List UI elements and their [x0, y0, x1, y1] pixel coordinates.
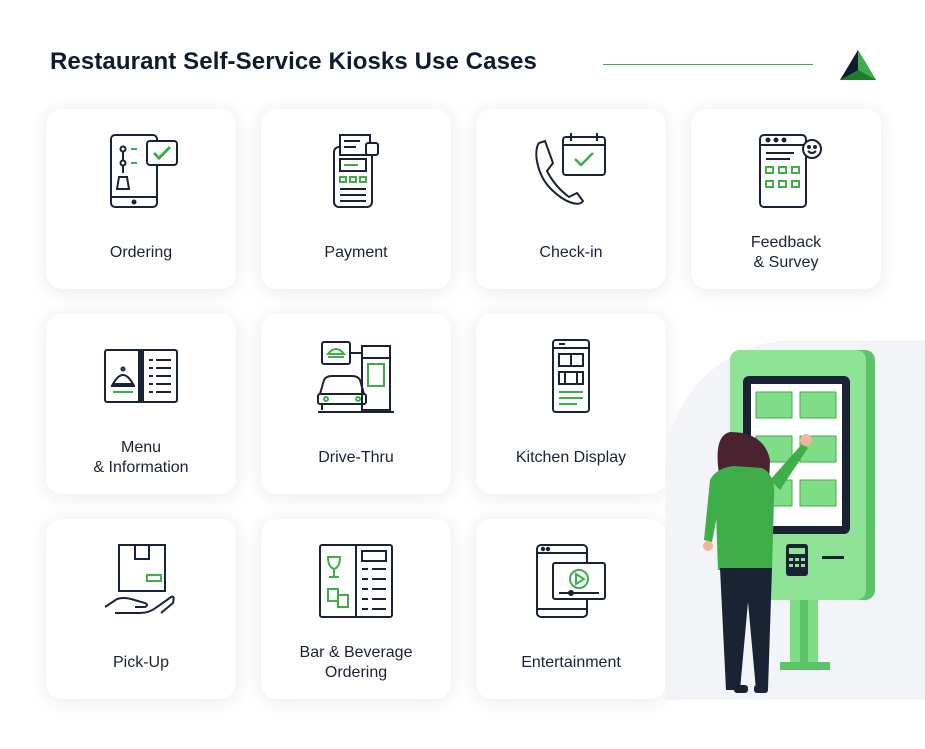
card-label: Menu & Information	[93, 439, 189, 476]
card-label: Feedback & Survey	[750, 234, 822, 271]
drive-thru-icon	[317, 341, 394, 413]
woman-using-kiosk-illustration	[703, 350, 875, 693]
card-ordering: Ordering	[46, 109, 236, 289]
phone-calendar-icon	[535, 133, 606, 205]
card-label: Bar & Beverage Ordering	[299, 644, 413, 681]
page-title: Restaurant Self-Service Kiosks Use Cases	[50, 48, 537, 75]
card-kitchen-display: Kitchen Display	[476, 314, 666, 494]
card-label: Ordering	[109, 244, 173, 261]
entertainment-video-icon	[536, 544, 606, 618]
title-divider	[603, 64, 813, 65]
card-drive-thru: Drive-Thru	[261, 314, 451, 494]
card-check-in: Check-in	[476, 109, 666, 289]
logo-icon	[840, 50, 876, 80]
card-bar-beverage: Bar & Beverage Ordering	[261, 519, 451, 699]
tablet-order-icon	[110, 134, 178, 208]
card-pick-up: Pick-Up	[46, 519, 236, 699]
card-feedback-survey: Feedback & Survey	[691, 109, 881, 289]
feedback-survey-icon	[759, 134, 822, 208]
menu-book-icon	[104, 349, 178, 403]
card-label: Kitchen Display	[515, 449, 627, 466]
card-payment: Payment	[261, 109, 451, 289]
card-label: Drive-Thru	[318, 449, 394, 466]
card-entertainment: Entertainment	[476, 519, 666, 699]
kitchen-display-icon	[552, 339, 590, 413]
card-label: Payment	[324, 244, 388, 261]
payment-terminal-icon	[333, 134, 379, 208]
card-label: Entertainment	[521, 654, 621, 671]
bar-beverage-icon	[319, 544, 393, 618]
card-label: Check-in	[539, 244, 603, 261]
card-menu-information: Menu & Information	[46, 314, 236, 494]
card-label: Pick-Up	[112, 654, 169, 671]
pickup-box-icon	[104, 544, 175, 614]
